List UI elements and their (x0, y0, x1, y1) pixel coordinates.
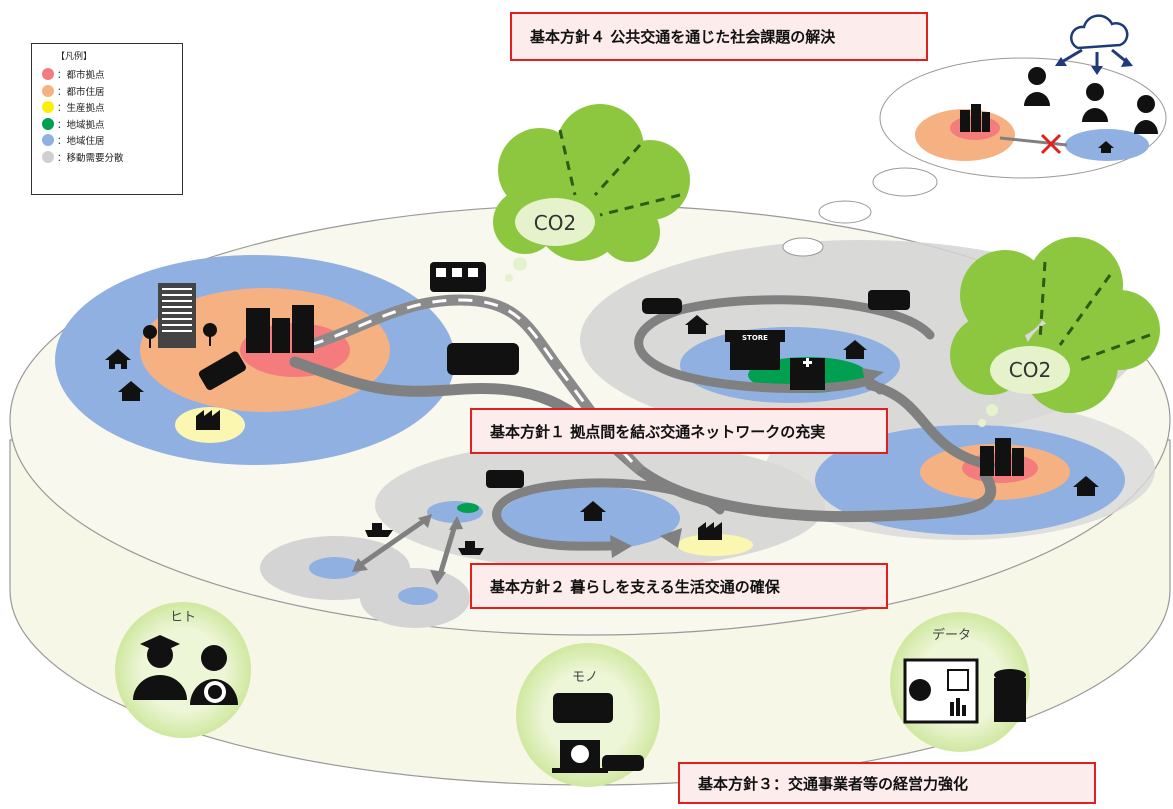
route-arrowheads (610, 368, 884, 558)
pillar-things-label: モノ (572, 670, 599, 685)
legend-label: ：地域拠点 (57, 119, 105, 131)
legend: 【凡例】 ：都市拠点 ：都市住居 ：生産拠点 ：地域拠点 ：地域住居 ：移動需要… (31, 43, 183, 195)
store-sign: STORE (742, 334, 768, 342)
legend-label: ：地域住居 (57, 136, 105, 148)
policy-3-box: 基本方針３：交通事業者等の経営力強化 (678, 762, 1096, 804)
legend-swatch (42, 101, 54, 114)
legend-label: ：都市住居 (57, 86, 105, 98)
cloud-icon (1055, 14, 1133, 75)
co2-label-left: CO2 (534, 211, 576, 235)
legend-label: ：移動需要分散 (57, 152, 124, 164)
legend-swatch (42, 117, 54, 130)
legend-label: ：都市拠点 (57, 70, 105, 82)
legend-swatch (42, 134, 54, 147)
social-issue-bubble (879, 57, 1167, 179)
co2-cloud-left (493, 104, 690, 282)
policy-4-box: 基本方針４ 公共交通を通じた社会課題の解決 (510, 12, 928, 61)
legend-item-production: ：生産拠点 (42, 99, 182, 116)
policy-1-box: 基本方針１ 拠点間を結ぶ交通ネットワークの充実 (470, 408, 888, 454)
legend-swatch (42, 68, 54, 81)
sea-route-arrows (352, 514, 463, 585)
pillar-things (516, 643, 660, 787)
co2-label-right: CO2 (1009, 358, 1051, 382)
thought-bubbles (782, 167, 938, 257)
legend-item-dispersed-demand: ：移動需要分散 (42, 149, 182, 166)
pillar-people (115, 602, 251, 738)
building-icons (143, 283, 1024, 540)
co2-cloud-right (950, 237, 1160, 427)
pillar-people-label: ヒト (170, 610, 197, 625)
legend-item-urban-residential: ：都市住居 (42, 83, 182, 100)
house-icons (105, 315, 1099, 521)
pillar-data (890, 612, 1030, 752)
legend-label: ：生産拠点 (57, 103, 105, 115)
legend-item-regional-residential: ：地域住居 (42, 132, 182, 149)
legend-item-regional-core: ：地域拠点 (42, 116, 182, 133)
legend-title: 【凡例】 (56, 52, 93, 62)
legend-item-urban-core: ：都市拠点 (42, 66, 182, 83)
legend-swatch (42, 150, 54, 163)
policy-2-box: 基本方針２ 暮らしを支える生活交通の確保 (470, 563, 888, 609)
pillar-data-label: データ (932, 628, 972, 643)
vehicle-icons (198, 262, 910, 555)
legend-swatch (42, 84, 54, 97)
